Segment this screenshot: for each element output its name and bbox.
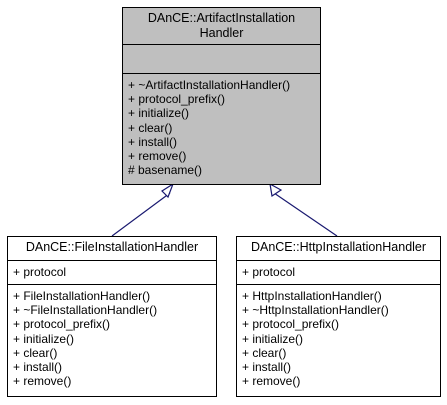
method-item: + remove() bbox=[128, 149, 187, 164]
method-item: + install() bbox=[13, 360, 63, 375]
method-item: + protocol_prefix() bbox=[13, 317, 111, 332]
methods-section: + HttpInstallationHandler() + ~HttpInsta… bbox=[237, 284, 440, 388]
method-item: + ~HttpInstallationHandler() bbox=[242, 303, 389, 318]
file-handler-inheritance-edge bbox=[111, 192, 171, 237]
class-title-line-1: DAnCE::ArtifactInstallation bbox=[147, 11, 296, 25]
method-item: + install() bbox=[242, 360, 292, 375]
http-installation-handler-class[interactable]: DAnCE::HttpInstallationHandler + protoco… bbox=[236, 236, 441, 397]
class-title: DAnCE::FileInstallationHandler bbox=[8, 237, 216, 260]
class-title: DAnCE::ArtifactInstallation Handler bbox=[123, 8, 320, 44]
method-item: + clear() bbox=[128, 120, 173, 135]
method-item: + install() bbox=[128, 134, 178, 149]
http-handler-inheritance-arrowhead bbox=[269, 182, 283, 198]
class-title-line: DAnCE::FileInstallationHandler bbox=[25, 240, 199, 254]
http-handler-inheritance-edge bbox=[273, 192, 338, 237]
method-item: + remove() bbox=[242, 374, 301, 389]
method-item: + protocol_prefix() bbox=[128, 92, 226, 107]
class-title-line-2: Handler bbox=[199, 26, 244, 40]
attribute-item: + protocol bbox=[242, 265, 296, 279]
attributes-section bbox=[123, 44, 320, 73]
class-title-line: DAnCE::HttpInstallationHandler bbox=[250, 240, 427, 254]
artifact-installation-handler-class[interactable]: DAnCE::ArtifactInstallation Handler + ~A… bbox=[122, 7, 321, 185]
method-item: + clear() bbox=[13, 345, 58, 360]
attribute-item: + protocol bbox=[13, 265, 67, 279]
method-item: + ~FileInstallationHandler() bbox=[13, 303, 158, 318]
method-item: + FileInstallationHandler() bbox=[13, 289, 151, 303]
method-item: + clear() bbox=[242, 345, 287, 360]
methods-section: + ~ArtifactInstallationHandler() + proto… bbox=[123, 73, 320, 177]
methods-section: + FileInstallationHandler() + ~FileInsta… bbox=[8, 284, 216, 388]
method-item: + protocol_prefix() bbox=[242, 317, 340, 332]
file-handler-inheritance-arrowhead bbox=[161, 182, 175, 199]
method-item: + HttpInstallationHandler() bbox=[242, 289, 382, 303]
file-installation-handler-class[interactable]: DAnCE::FileInstallationHandler + protoco… bbox=[7, 236, 217, 397]
method-item: # basename() bbox=[128, 163, 203, 178]
attributes-section: + protocol bbox=[8, 260, 216, 284]
attributes-section: + protocol bbox=[237, 260, 440, 284]
method-item: + initialize() bbox=[128, 106, 190, 121]
method-item: + remove() bbox=[13, 374, 72, 389]
method-item: + ~ArtifactInstallationHandler() bbox=[128, 78, 291, 92]
class-title: DAnCE::HttpInstallationHandler bbox=[237, 237, 440, 260]
method-item: + initialize() bbox=[242, 331, 304, 346]
method-item: + initialize() bbox=[13, 331, 75, 346]
